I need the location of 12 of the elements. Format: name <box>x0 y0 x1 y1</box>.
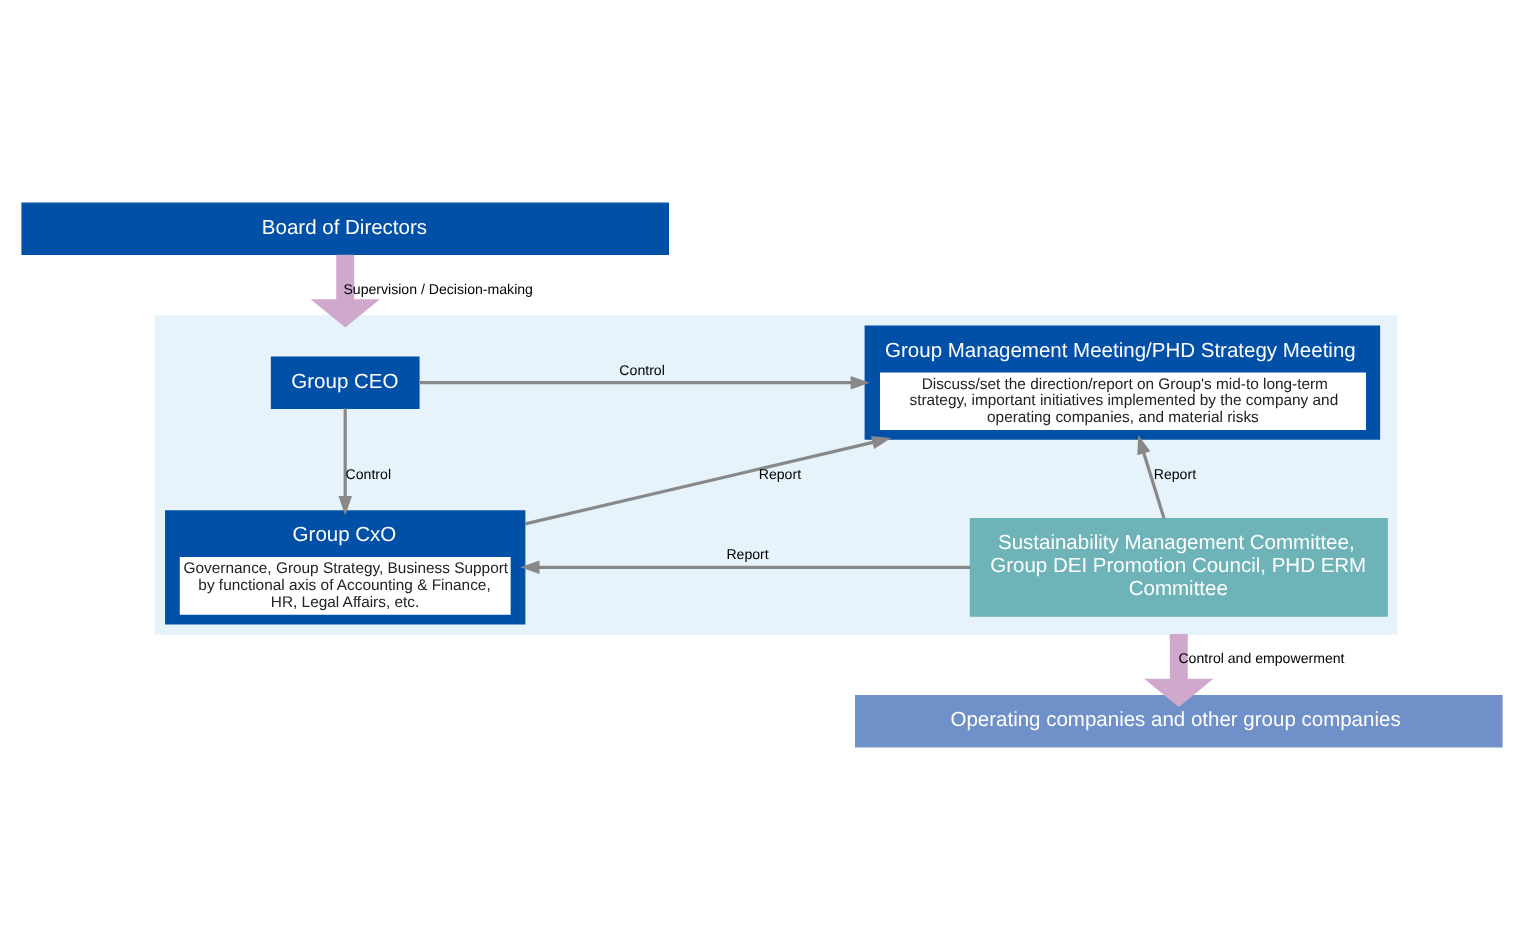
node-box: Board of Directors <box>21 202 669 256</box>
arrow <box>524 435 892 526</box>
arrow <box>310 254 380 328</box>
node-box: Sustainability Management Committee, Group DEI Promotion Council, PHD ERM Committee <box>969 517 1388 617</box>
cluster <box>154 315 1398 635</box>
arrow <box>1137 434 1166 519</box>
node-box: Operating companies and other group companies <box>855 694 1503 748</box>
node-box: Group CEO <box>270 356 420 409</box>
arrow <box>419 375 870 390</box>
arrow <box>1144 634 1214 708</box>
arrow <box>520 560 971 575</box>
arrow <box>338 408 352 516</box>
